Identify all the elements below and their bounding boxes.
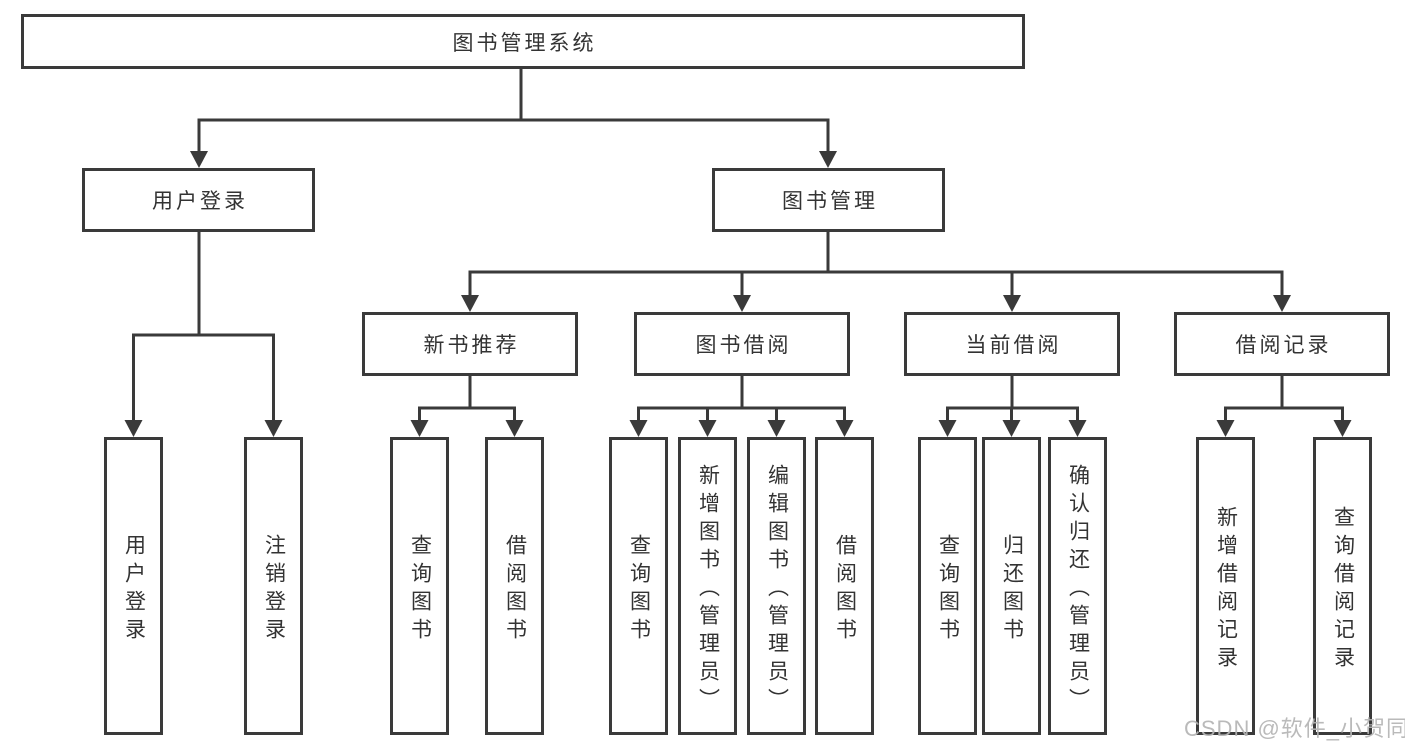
arrow-icon [505, 420, 524, 437]
arrow-icon [461, 295, 479, 312]
arrow-icon [264, 420, 283, 437]
connector-book-mgmt-to-level2 [468, 232, 1284, 300]
connector-new-book-to-leaves [418, 376, 516, 425]
node-leaf-query-borrow-record: 查询借阅记录 [1313, 437, 1372, 735]
node-book-borrow: 图书借阅 [634, 312, 850, 376]
arrow-icon [124, 420, 143, 437]
arrow-icon [938, 420, 957, 437]
arrow-icon [1216, 420, 1235, 437]
arrow-icon [819, 151, 837, 168]
node-new-book-recommend: 新书推荐 [362, 312, 578, 376]
arrowheads [124, 151, 1352, 437]
arrow-icon [1333, 420, 1352, 437]
arrow-icon [733, 295, 751, 312]
arrow-icon [1002, 420, 1021, 437]
connector-root-to-level1 [197, 69, 830, 156]
node-current-borrow: 当前借阅 [904, 312, 1120, 376]
connector-borrow-to-leaves [637, 376, 846, 425]
arrow-icon [698, 420, 717, 437]
arrow-icon [410, 420, 429, 437]
node-leaf-query-books-recommend: 查询图书 [390, 437, 449, 735]
arrow-icon [767, 420, 786, 437]
connector-current-to-leaves [946, 376, 1079, 425]
arrow-icon [1003, 295, 1021, 312]
arrow-icon [1273, 295, 1291, 312]
arrow-icon [835, 420, 854, 437]
node-leaf-query-books-current: 查询图书 [918, 437, 977, 735]
node-leaf-borrow-books: 借阅图书 [815, 437, 874, 735]
node-borrow-records: 借阅记录 [1174, 312, 1390, 376]
node-leaf-edit-books-admin: 编辑图书（管理员） [747, 437, 806, 735]
node-book-management: 图书管理 [712, 168, 945, 232]
node-leaf-add-borrow-record: 新增借阅记录 [1196, 437, 1255, 735]
node-user-login: 用户登录 [82, 168, 315, 232]
node-leaf-user-login: 用户登录 [104, 437, 163, 735]
node-leaf-add-books-admin: 新增图书（管理员） [678, 437, 737, 735]
node-leaf-confirm-return-admin: 确认归还（管理员） [1048, 437, 1107, 735]
node-leaf-logout: 注销登录 [244, 437, 303, 735]
node-leaf-borrow-books-recommend: 借阅图书 [485, 437, 544, 735]
arrow-icon [190, 151, 208, 168]
arrow-icon [1068, 420, 1087, 437]
arrow-icon [629, 420, 648, 437]
node-root-library-system: 图书管理系统 [21, 14, 1025, 69]
connector-records-to-leaves [1224, 376, 1344, 425]
node-leaf-return-books: 归还图书 [982, 437, 1041, 735]
csdn-watermark: CSDN @软件_小贺同学 [1184, 716, 1405, 741]
connector-user-login-to-leaves [132, 232, 275, 425]
node-leaf-query-books-borrow: 查询图书 [609, 437, 668, 735]
